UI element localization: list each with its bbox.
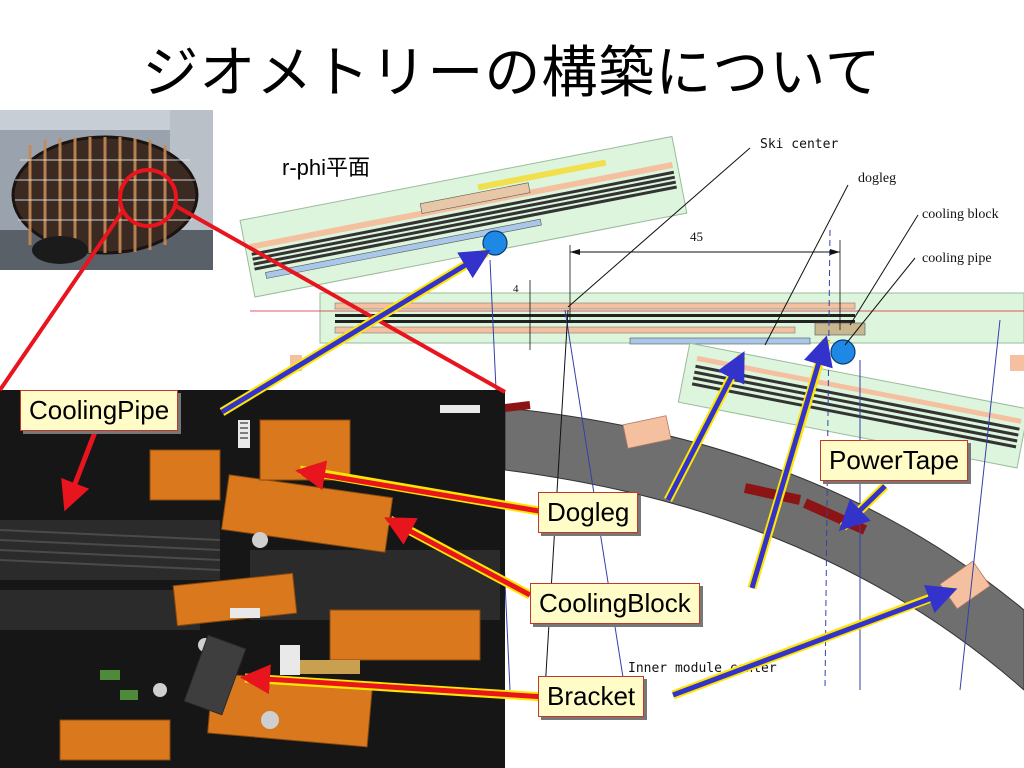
zoom-circle [118, 168, 178, 228]
arrow-bracket-drawing [672, 584, 958, 698]
dogleg-drawing-label: dogleg [858, 171, 896, 186]
callout-coolingblock: CoolingBlock [530, 583, 700, 624]
slide-title: ジオメトリーの構築について [142, 41, 882, 106]
arrow-powertape-drawing [838, 484, 887, 531]
cooling-block-drawing-label: cooling block [922, 207, 999, 222]
arrow-dogleg-photo [295, 460, 546, 515]
upper-module [239, 135, 688, 298]
callout-dogleg: Dogleg [538, 492, 639, 533]
lower-module [677, 342, 1024, 469]
arrow-coolingblock-drawing [749, 335, 833, 589]
module-closeup-photo [0, 390, 505, 768]
cooling-pipe-drawing-label: cooling pipe [922, 251, 992, 266]
arrow-dogleg-drawing [665, 351, 745, 502]
arrow-bracket-photo [240, 664, 546, 700]
arrow-coolingpipe-photo [61, 431, 98, 512]
callout-bracket: Bracket [538, 676, 645, 717]
callout-powertape: PowerTape [820, 440, 969, 481]
arrow-coolingpipe-drawing [220, 249, 491, 415]
r-phi-plane-label: r-phi平面 [282, 155, 371, 180]
zoom-line-right [173, 203, 506, 394]
center-module [250, 292, 1024, 371]
arrow-coolingblock-photo [384, 517, 532, 598]
zoom-line-left [0, 210, 124, 392]
dimension-label: 45 [690, 229, 703, 244]
dimension-small-label: 4 [513, 283, 519, 295]
ski-center-label: Ski center [760, 137, 838, 152]
callout-coolingpipe: CoolingPipe [20, 390, 179, 431]
power-tape [743, 483, 802, 505]
